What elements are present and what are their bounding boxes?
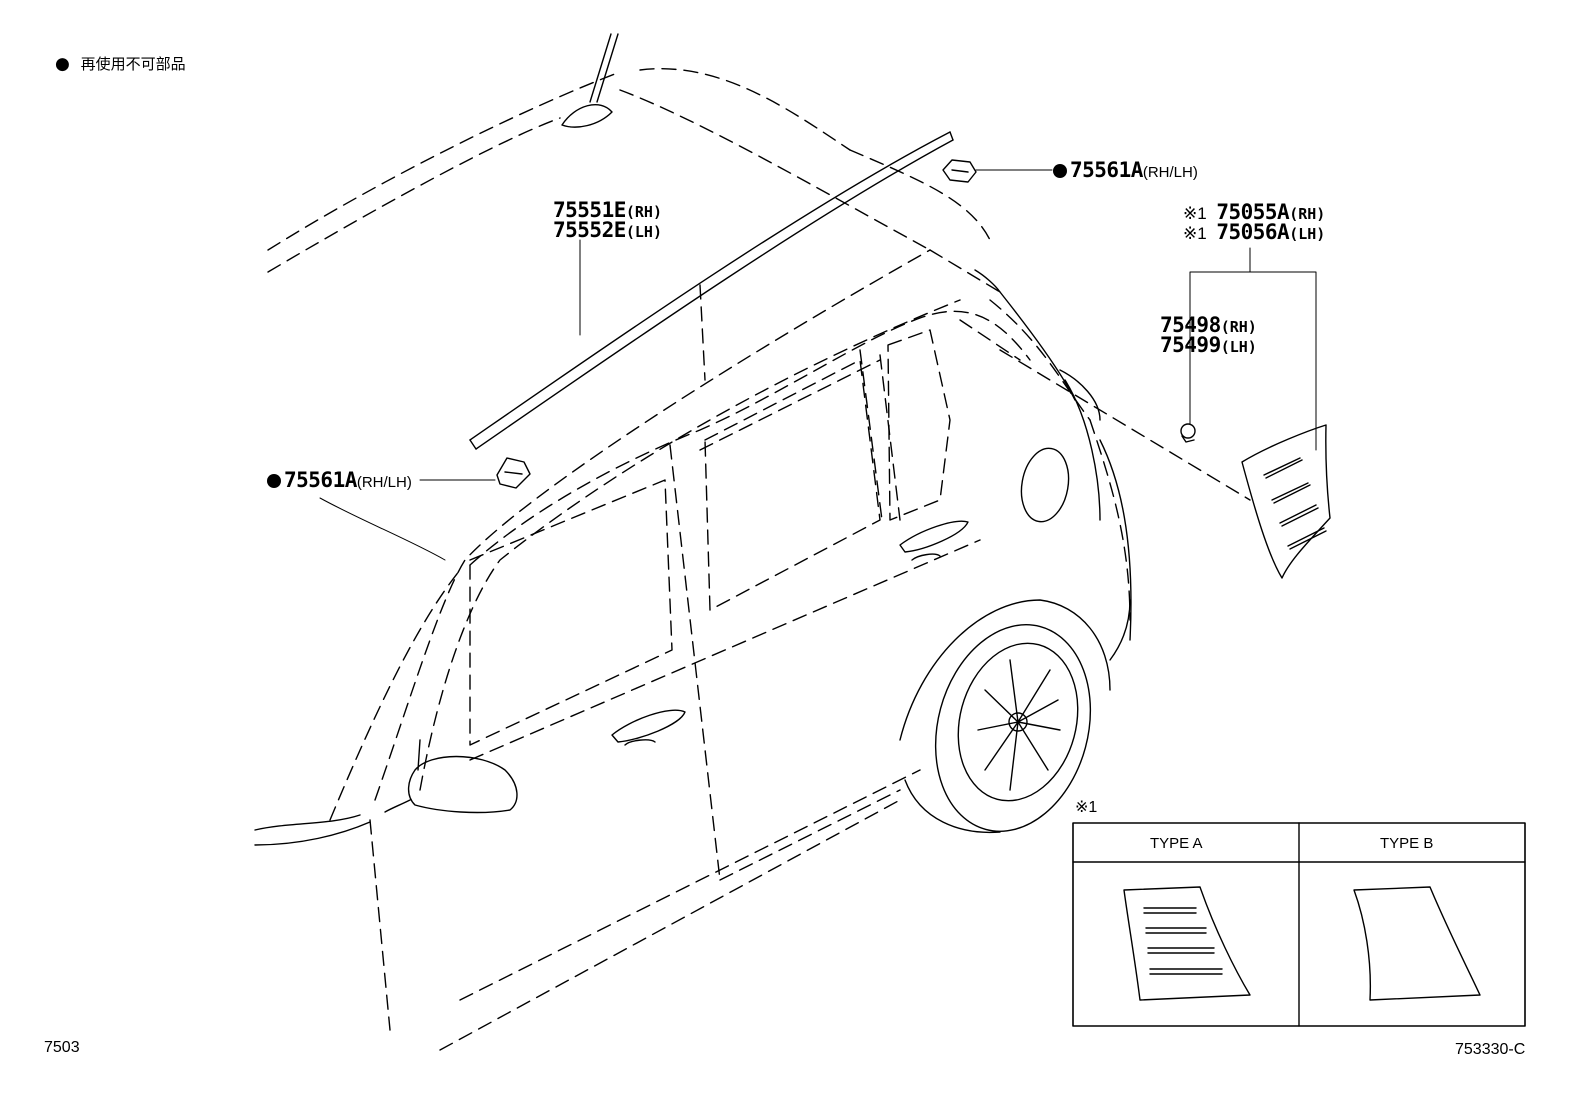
roof-molding xyxy=(469,131,954,450)
inset-note-mark: ※1 xyxy=(1075,799,1098,816)
body-outline xyxy=(369,284,1251,1051)
part-label-75551e[interactable]: 75551E(RH) xyxy=(553,200,662,221)
part-number: 75552E xyxy=(553,218,626,242)
part-suffix: (RH) xyxy=(1220,318,1257,336)
side-mirror xyxy=(384,739,518,814)
non-reusable-dot-icon xyxy=(267,474,281,488)
note-mark: ※1 xyxy=(1183,204,1207,223)
part-suffix: (LH) xyxy=(1220,338,1257,356)
part-number: 75499 xyxy=(1160,333,1221,357)
part-number: 75498 xyxy=(1160,313,1221,337)
part-number: 75055A xyxy=(1216,200,1290,224)
door-handles xyxy=(611,520,969,746)
figure-code: 753330-C xyxy=(1455,1041,1526,1058)
type-a-label: TYPE A xyxy=(1150,835,1203,852)
part-number: 75551E xyxy=(553,198,626,222)
part-suffix: (RH) xyxy=(625,203,662,221)
roof-clip-right-shape xyxy=(942,159,977,183)
roof-outline xyxy=(267,68,1001,821)
note-mark: ※1 xyxy=(1183,224,1207,243)
part-suffix: (RH/LH) xyxy=(1142,164,1198,181)
section-code: 7503 xyxy=(44,1039,80,1056)
part-number: 75561A xyxy=(1070,158,1143,182)
rear-body xyxy=(974,269,1132,661)
type-b-garnish xyxy=(1353,886,1481,1001)
part-label-75055a[interactable]: ※1 75055A(RH) xyxy=(1183,202,1325,223)
part-label-75561a-right[interactable]: 75561A(RH/LH) xyxy=(1053,160,1198,181)
part-label-75498[interactable]: 75498(RH) xyxy=(1160,315,1257,336)
part-label-75499[interactable]: 75499(LH) xyxy=(1160,335,1257,356)
part-label-75056a[interactable]: ※1 75056A(LH) xyxy=(1183,222,1325,243)
part-suffix: (LH) xyxy=(1289,225,1326,243)
roof-clip-left-shape xyxy=(496,457,531,489)
rear-garnish-part xyxy=(1241,424,1331,579)
part-number: 75056A xyxy=(1216,220,1290,244)
part-suffix: (RH/LH) xyxy=(356,474,412,491)
leader-lines xyxy=(319,169,1317,561)
inset-box xyxy=(1072,822,1526,1027)
legend: ● 再使用不可部品 xyxy=(55,56,186,73)
part-suffix: (LH) xyxy=(625,223,662,241)
part-label-75561a-left[interactable]: 75561A(RH/LH) xyxy=(267,470,412,491)
non-reusable-dot-icon xyxy=(1053,164,1067,178)
legend-text: 再使用不可部品 xyxy=(80,55,186,73)
part-label-75552e[interactable]: 75552E(LH) xyxy=(553,220,662,241)
front-fender xyxy=(254,814,371,846)
part-suffix: (RH) xyxy=(1289,205,1326,223)
type-a-garnish xyxy=(1123,886,1251,1001)
legend-dot-icon: ● xyxy=(55,54,70,74)
part-number: 75561A xyxy=(284,468,357,492)
rear-wheel xyxy=(899,599,1111,834)
garnish-clip-part xyxy=(1180,423,1196,443)
antenna xyxy=(561,33,619,128)
type-b-label: TYPE B xyxy=(1380,835,1434,852)
